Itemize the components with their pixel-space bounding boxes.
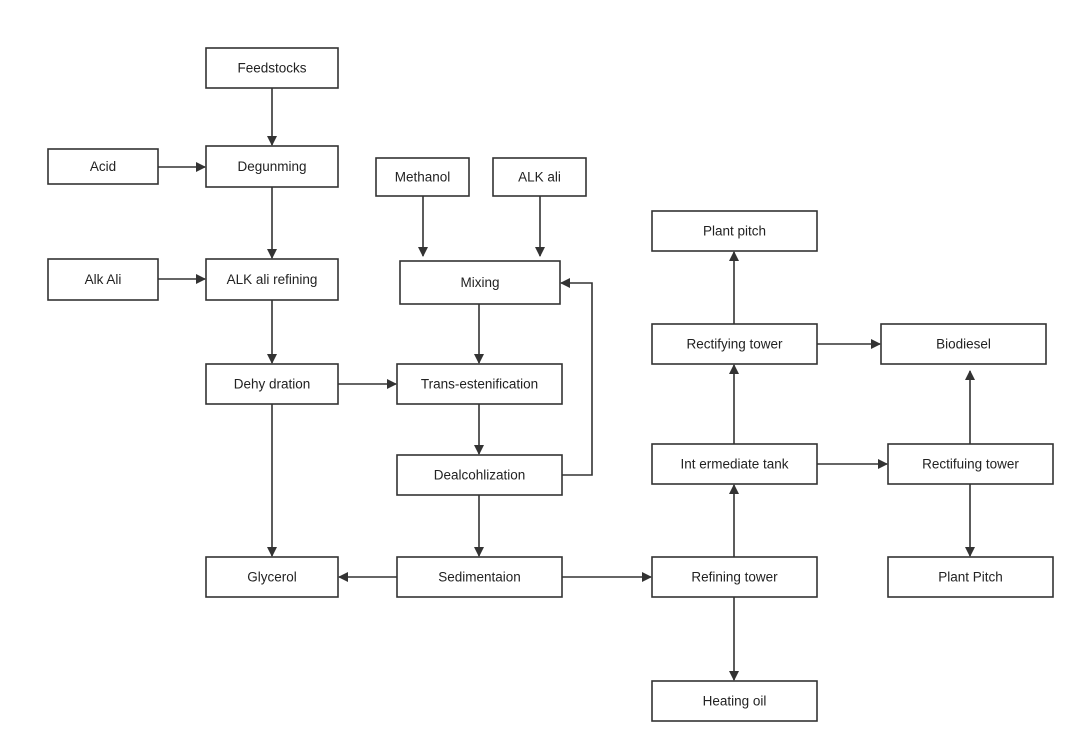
node-acid: Acid bbox=[47, 148, 159, 185]
node-rectifying-tower: Rectifying tower bbox=[651, 323, 818, 365]
node-label: Feedstocks bbox=[237, 61, 306, 76]
node-label: Sedimentaion bbox=[438, 570, 521, 585]
node-degunming: Degunming bbox=[205, 145, 339, 188]
edges bbox=[158, 88, 975, 681]
node-heating-oil: Heating oil bbox=[651, 680, 818, 722]
node-label: Plant Pitch bbox=[938, 570, 1003, 585]
node-label: Plant pitch bbox=[703, 224, 766, 239]
node-label: Alk Ali bbox=[85, 272, 122, 287]
node-feedstocks: Feedstocks bbox=[205, 47, 339, 89]
node-mixing: Mixing bbox=[399, 260, 561, 305]
node-label: ALK ali bbox=[518, 170, 561, 185]
node-label: Refining tower bbox=[691, 570, 778, 585]
node-label: Trans-estenification bbox=[421, 377, 538, 392]
node-label: Mixing bbox=[460, 275, 499, 290]
edge-dealcohlization-to-mixing bbox=[560, 278, 593, 476]
node-alk-ali-refining: ALK ali refining bbox=[205, 258, 339, 301]
node-alk-ali: Alk Ali bbox=[47, 258, 159, 301]
node-intermediate-tank: Int ermediate tank bbox=[651, 443, 818, 485]
node-sedimentaion: Sedimentaion bbox=[396, 556, 563, 598]
node-refining-tower: Refining tower bbox=[651, 556, 818, 598]
node-label: Methanol bbox=[395, 170, 451, 185]
node-dealcohlization: Dealcohlization bbox=[396, 454, 563, 496]
node-dehydration: Dehy dration bbox=[205, 363, 339, 405]
node-rectifuing-tower: Rectifuing tower bbox=[887, 443, 1054, 485]
node-plant-pitch-bottom: Plant Pitch bbox=[887, 556, 1054, 598]
node-label: Biodiesel bbox=[936, 337, 991, 352]
node-label: Rectifuing tower bbox=[922, 457, 1019, 472]
node-label: Degunming bbox=[237, 159, 306, 174]
node-biodiesel: Biodiesel bbox=[880, 323, 1047, 365]
node-trans-estenification: Trans-estenification bbox=[396, 363, 563, 405]
node-label: Rectifying tower bbox=[686, 337, 783, 352]
node-label: Acid bbox=[90, 159, 116, 174]
node-label: Dealcohlization bbox=[434, 468, 526, 483]
node-methanol: Methanol bbox=[375, 157, 470, 197]
node-label: Glycerol bbox=[247, 570, 297, 585]
node-label: Int ermediate tank bbox=[680, 457, 788, 472]
node-plant-pitch-top: Plant pitch bbox=[651, 210, 818, 252]
node-label: ALK ali refining bbox=[227, 272, 318, 287]
node-alk-ali-2: ALK ali bbox=[492, 157, 587, 197]
node-label: Heating oil bbox=[703, 694, 767, 709]
node-label: Dehy dration bbox=[234, 377, 311, 392]
node-glycerol: Glycerol bbox=[205, 556, 339, 598]
